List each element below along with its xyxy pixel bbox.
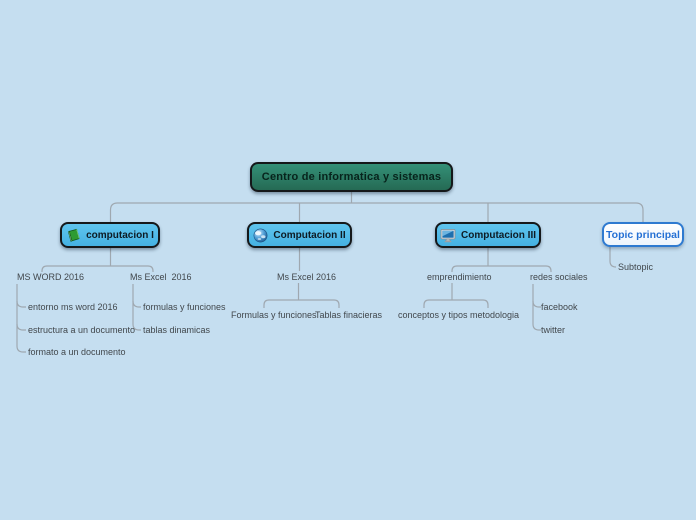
topic-principal[interactable]: Topic principal [602,222,684,247]
topic-computacion-2[interactable]: Computacion II [247,222,352,248]
topic-computacion-1[interactable]: computacion I [60,222,160,248]
subtopic-ms-excel-middle[interactable]: Ms Excel 2016 [277,272,337,282]
subtopic-ms-word-2016[interactable]: MS WORD 2016 [17,272,85,282]
subtopic-emprendimiento[interactable]: emprendimiento [427,272,492,282]
green-book-icon [66,228,81,243]
leaf-formato-documento[interactable]: formato a un documento [28,347,126,357]
leaf-metodologia[interactable]: metodologia [470,310,520,320]
leaf-tablas-dinamicas[interactable]: tablas dinamicas [143,325,211,335]
subtopic-ms-excel-left[interactable]: Ms Excel 2016 [130,272,192,282]
leaf-twitter[interactable]: twitter [541,325,566,335]
subtopic-generic[interactable]: Subtopic [618,262,654,272]
monitor-icon [440,228,456,243]
globe-icon [253,228,268,243]
topic-label: Topic principal [606,228,680,241]
leaf-formulas-funciones-left[interactable]: formulas y funciones [143,302,226,312]
topic-label: computacion I [86,229,154,241]
subtopic-redes-sociales[interactable]: redes sociales [530,272,588,282]
leaf-tablas-finacieras[interactable]: Tablas finacieras [315,310,383,320]
root-topic[interactable]: Centro de informatica y sistemas [250,162,453,192]
topic-computacion-3[interactable]: Computacion III [435,222,541,248]
leaf-estructura-documento[interactable]: estructura a un documento [28,325,136,335]
leaf-conceptos-tipos[interactable]: conceptos y tipos [398,310,468,320]
leaf-entorno-ms-word[interactable]: entorno ms word 2016 [28,302,118,312]
topic-label: Computacion III [461,229,536,241]
leaf-formulas-funciones-middle[interactable]: Formulas y funciones [231,310,317,320]
root-topic-label: Centro de informatica y sistemas [261,171,442,183]
topic-label: Computacion II [273,229,346,241]
leaf-facebook[interactable]: facebook [541,302,578,312]
